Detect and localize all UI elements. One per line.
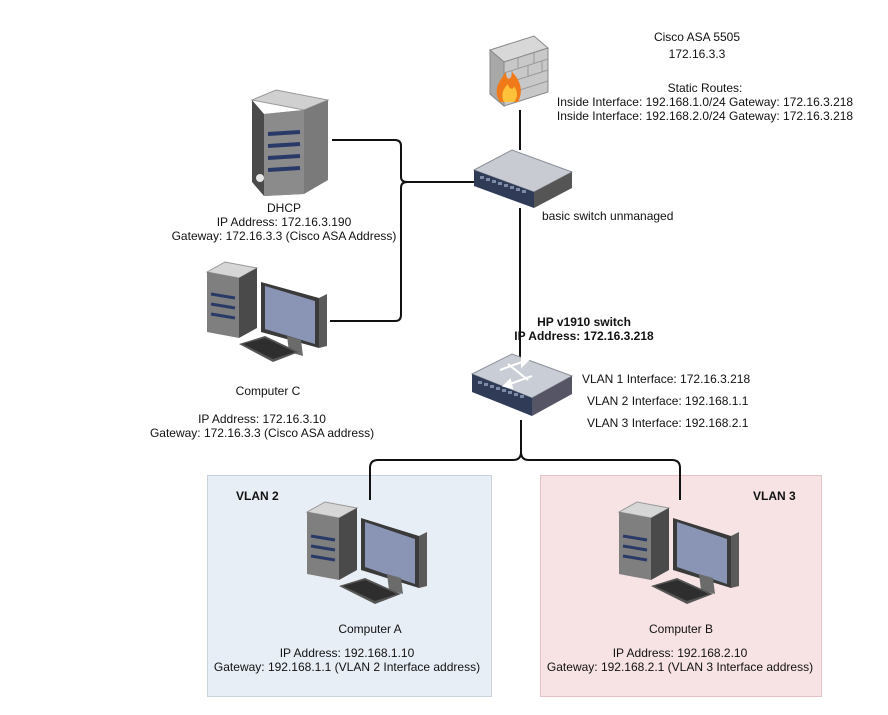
- static-route-1: Inside Interface: 192.168.1.0/24 Gateway…: [556, 95, 854, 109]
- dhcp-name: DHCP: [266, 201, 302, 215]
- link-hp-switch-computer-b: [520, 451, 681, 500]
- computer-b-ip: IP Address: 192.168.2.10: [612, 646, 748, 660]
- firewall-icon[interactable]: [488, 32, 552, 110]
- dhcp-ip: IP Address: 172.16.3.190: [216, 215, 352, 229]
- hp-switch-icon[interactable]: [470, 352, 574, 422]
- computer-a-gateway: Gateway: 192.168.1.1 (VLAN 2 Interface a…: [213, 660, 481, 674]
- dhcp-gateway: Gateway: 172.16.3.3 (Cisco ASA Address): [171, 229, 397, 243]
- firewall-name: Cisco ASA 5505: [653, 30, 741, 44]
- static-route-2: Inside Interface: 192.168.2.0/24 Gateway…: [556, 109, 854, 123]
- firewall-ip: 172.16.3.3: [668, 47, 726, 61]
- computer-a-ip: IP Address: 192.168.1.10: [279, 646, 415, 660]
- basic-switch-icon[interactable]: [472, 148, 574, 214]
- vlan3-interface: VLAN 3 Interface: 192.168.2.1: [587, 416, 749, 430]
- computer-c-name: Computer C: [235, 384, 301, 398]
- computer-b-icon[interactable]: [617, 500, 745, 612]
- hp-switch-ip: IP Address: 172.16.3.218: [514, 329, 654, 343]
- vlan3-label: VLAN 3: [753, 489, 796, 503]
- switch-arrows-icon: [499, 356, 533, 390]
- computer-c-gateway: Gateway: 172.16.3.3 (Cisco ASA address): [149, 426, 375, 440]
- static-routes-title: Static Routes:: [667, 81, 743, 95]
- vlan2-interface: VLAN 2 Interface: 192.168.1.1: [587, 394, 749, 408]
- computer-b-name: Computer B: [648, 622, 714, 636]
- computer-c-ip: IP Address: 172.16.3.10: [198, 412, 326, 426]
- vlan1-interface: VLAN 1 Interface: 172.16.3.218: [582, 372, 751, 386]
- computer-a-name: Computer A: [338, 622, 402, 636]
- computer-a-icon[interactable]: [305, 500, 433, 612]
- basic-switch-label: basic switch unmanaged: [542, 209, 674, 223]
- link-dhcp-basic-switch: [332, 139, 478, 183]
- computer-c-icon[interactable]: [205, 260, 333, 368]
- server-icon[interactable]: [250, 88, 332, 198]
- link-computer-c-basic-switch: [330, 181, 408, 322]
- computer-b-gateway: Gateway: 192.168.2.1 (VLAN 3 Interface a…: [546, 660, 814, 674]
- vlan2-label: VLAN 2: [236, 489, 279, 503]
- hp-switch-name: HP v1910 switch: [537, 315, 631, 329]
- link-hp-switch-branch: [369, 420, 522, 500]
